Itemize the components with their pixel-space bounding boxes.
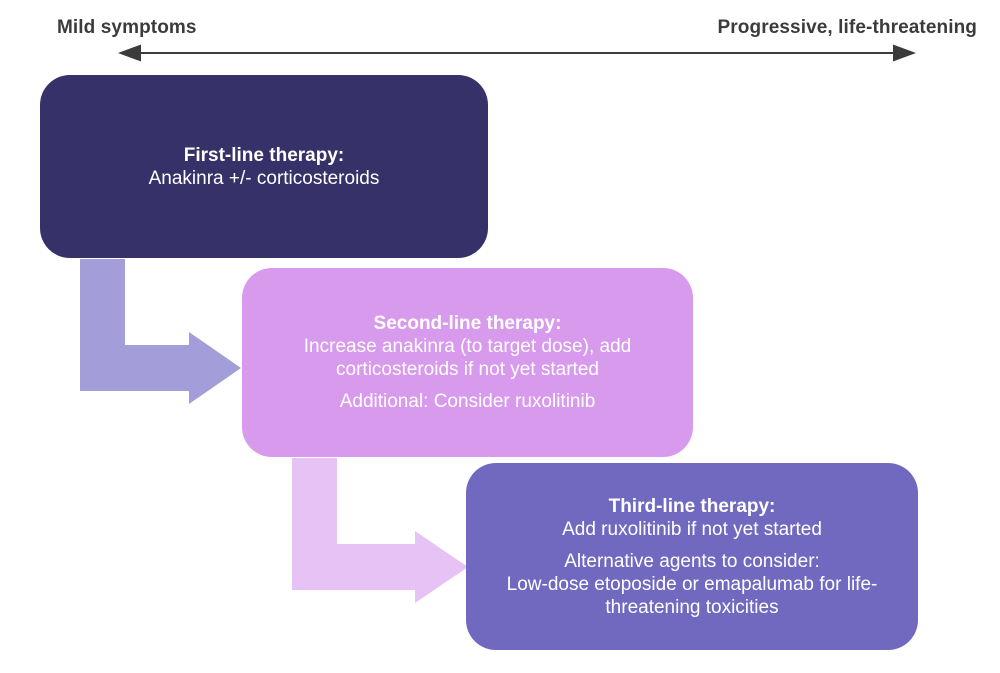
third-line-paragraph-1: Add ruxolitinib if not yet started: [562, 518, 822, 540]
first-line-therapy-box: First-line therapy: Anakinra +/- cortico…: [40, 75, 488, 258]
third-line-title: Third-line therapy:: [608, 495, 776, 517]
third-line-paragraph-2: Alternative agents to consider: Low-dose…: [506, 550, 878, 618]
second-line-paragraph-2: Additional: Consider ruxolitinib: [339, 391, 596, 412]
second-line-paragraph-1: Increase anakinra (to target dose), add …: [303, 336, 632, 380]
double-arrow-icon: [118, 44, 916, 62]
first-line-paragraph: Anakinra +/- corticosteroids: [148, 167, 380, 189]
progressive-life-threatening-label: Progressive, life-threatening: [717, 17, 977, 38]
second-line-title: Second-line therapy:: [373, 313, 562, 334]
arrow-second-to-third-icon: [292, 458, 468, 603]
mild-symptoms-label: Mild symptoms: [57, 17, 197, 38]
right-arrowhead-icon: [893, 44, 916, 62]
second-line-therapy-box: Second-line therapy: Increase anakinra (…: [242, 268, 693, 457]
first-line-title: First-line therapy:: [183, 144, 345, 166]
arrow-first-to-second-icon: [80, 259, 241, 404]
left-arrowhead-icon: [118, 44, 141, 62]
third-line-therapy-box: Third-line therapy: Add ruxolitinib if n…: [466, 463, 918, 650]
